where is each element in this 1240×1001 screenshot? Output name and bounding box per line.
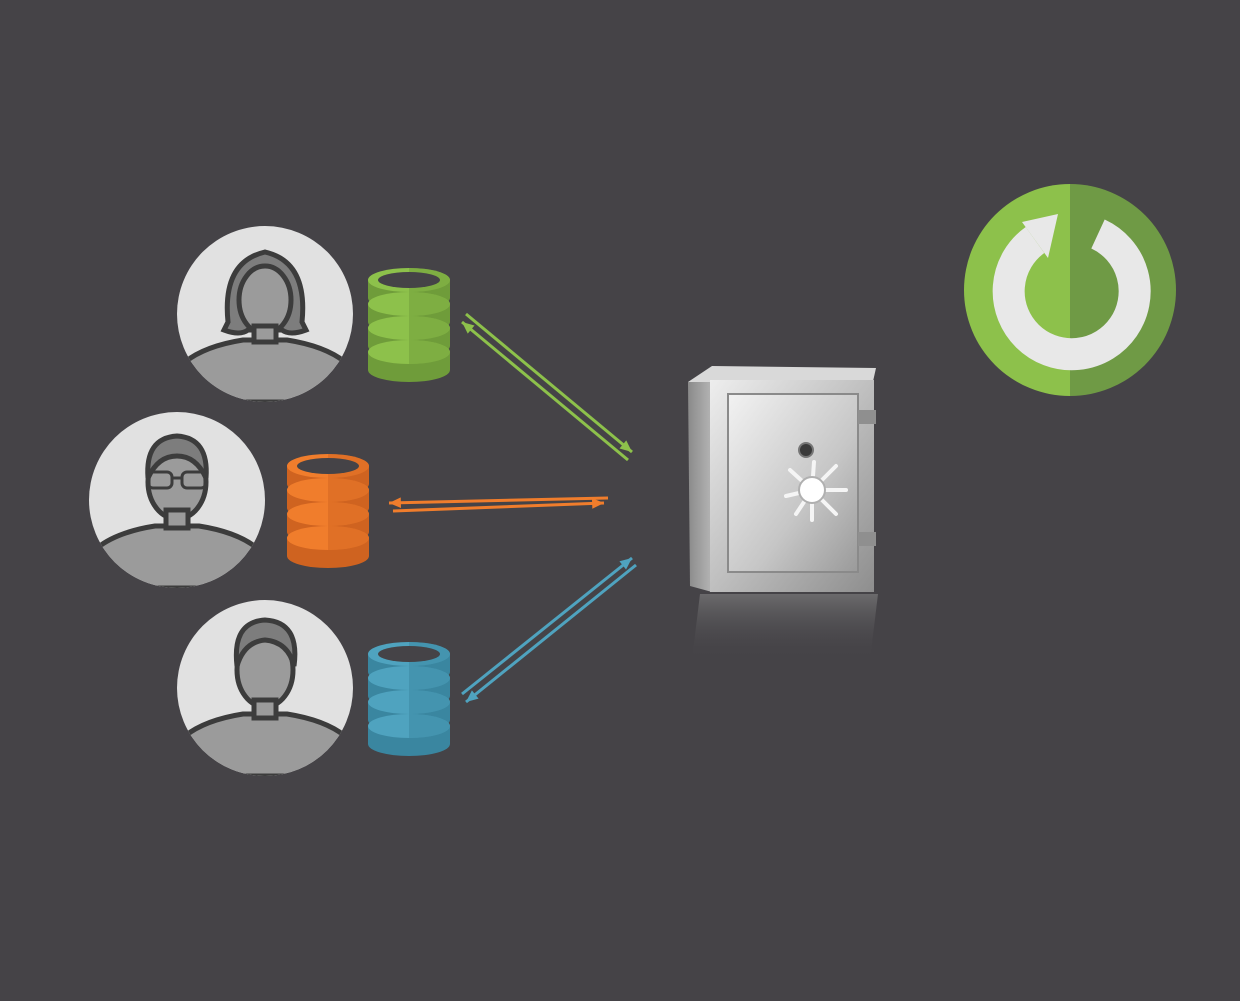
arrowhead: [462, 322, 475, 334]
arrow-orange-sync: [388, 496, 609, 513]
database-green-icon: [368, 268, 450, 382]
arrowhead: [466, 690, 479, 702]
sync-arc: [992, 219, 1151, 371]
arrowhead: [591, 498, 604, 509]
user-man: [177, 600, 450, 776]
arrowhead: [619, 558, 632, 570]
user-man-glasses: [89, 412, 369, 588]
man-avatar-icon: [177, 600, 353, 776]
arrowhead: [619, 440, 632, 452]
arrow-blue-sync: [461, 556, 637, 704]
glasses-right: [180, 470, 208, 490]
safe-keyhole: [798, 442, 814, 458]
arrow-green-sync: [461, 312, 633, 462]
safe-hinge-top: [858, 410, 876, 424]
safe-side: [688, 382, 712, 592]
safe-hinge-bottom: [858, 532, 876, 546]
woman-avatar-icon: [177, 226, 353, 402]
database-orange-icon: [287, 454, 369, 568]
refresh-sync-icon: [964, 184, 1176, 396]
database-blue-icon: [368, 642, 450, 756]
man-with-glasses-avatar-icon: [89, 412, 265, 588]
safe-vault-icon: [688, 366, 878, 660]
sync-arrowhead: [1022, 214, 1058, 258]
safe-reflection: [692, 594, 878, 660]
safe-door: [727, 393, 859, 573]
arrowhead: [389, 497, 401, 509]
user-woman: [177, 226, 450, 402]
glasses-left: [146, 470, 174, 490]
